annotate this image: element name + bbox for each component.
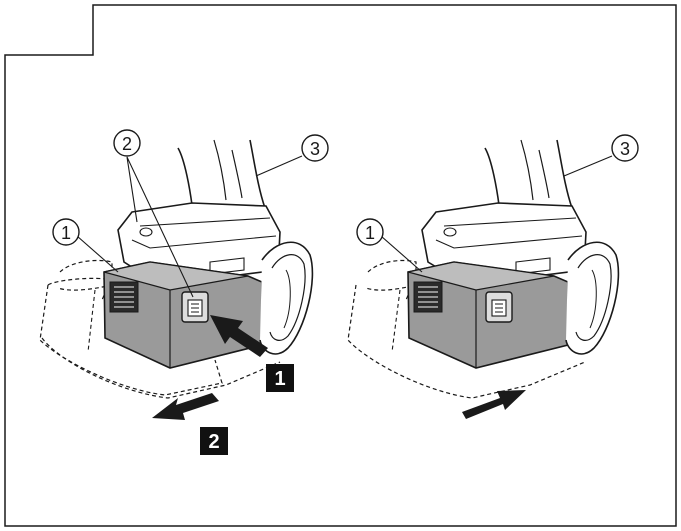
right-panel-installation: 1 3 [347,134,639,419]
step-label-2: 2 [208,431,219,453]
callout-circle-battery-left [52,218,80,246]
callout-circle-tool-left [301,134,329,162]
step-label-1: 1 [274,368,285,390]
callout-battery-right: 1 [365,223,375,243]
battery-release-button-right [485,291,513,323]
slide-out-arrow [152,393,219,420]
callout-tool-left: 3 [310,139,320,159]
tool-handle-right [484,139,574,209]
left-panel-removal: 1 2 3 1 2 [39,129,329,455]
battery-release-button [181,291,209,323]
callout-circle-release-button [113,129,141,157]
battery-vent-grille [109,281,139,313]
press-arrow [210,315,268,357]
battery-removed-outline-lower [41,337,281,399]
battery-install-outline [347,259,586,399]
step-box-1 [266,364,294,392]
callout-circle-tool-right [611,134,639,162]
belt-clip [259,241,314,355]
tool-handle [177,139,267,209]
callout-release-button: 2 [122,134,132,154]
belt-clip-right [565,241,620,355]
callout-battery-left: 1 [61,223,71,243]
callout-tool-right: 3 [620,139,630,159]
callout-circle-battery-right [356,218,384,246]
slide-in-arrow [462,390,526,419]
step-box-2 [200,427,228,455]
battery-vent-grille-right [413,281,443,313]
